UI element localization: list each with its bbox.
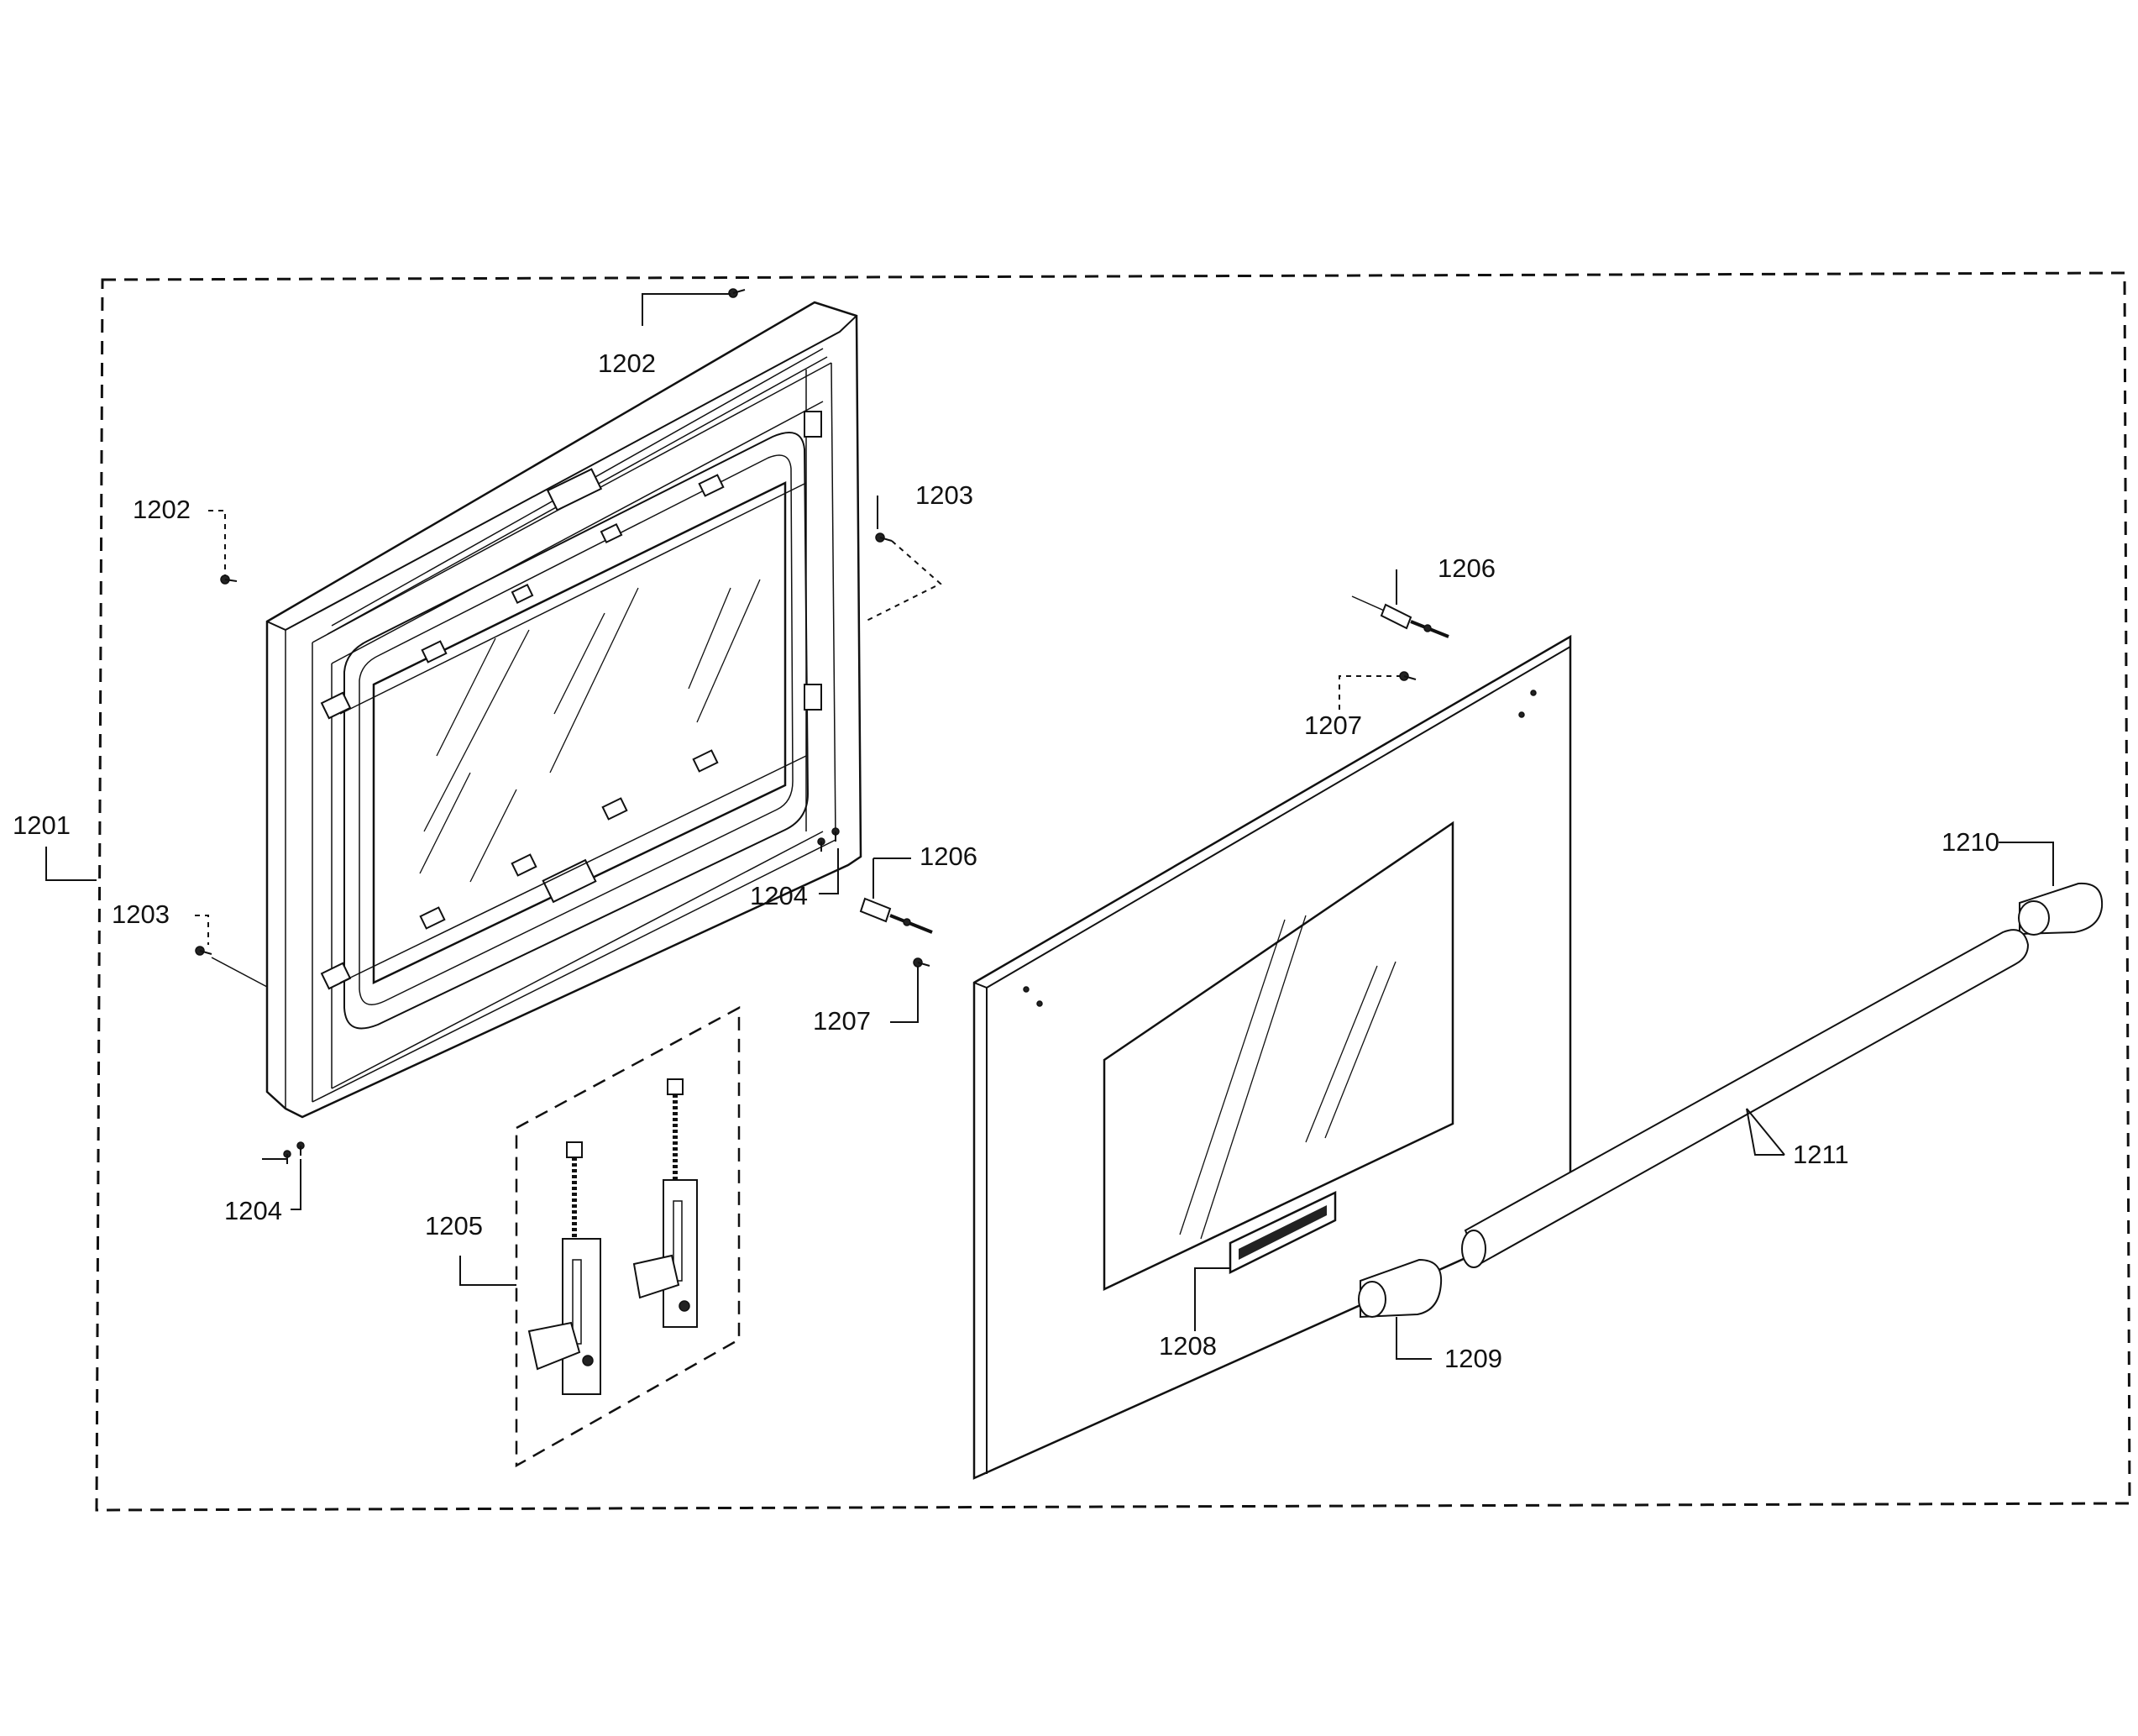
screw-1204-bottom [283, 1141, 305, 1164]
screw-1203-right [875, 532, 893, 543]
screws [195, 288, 1417, 1164]
hinge-kit [515, 1005, 741, 1468]
screw-1202-top [728, 288, 746, 298]
label-1206-top: 1206 [1438, 553, 1496, 583]
label-1205: 1205 [425, 1211, 483, 1240]
screw-1207-mid [913, 957, 930, 968]
label-1202-top: 1202 [598, 349, 656, 378]
hinge-left [527, 1141, 601, 1395]
screw-1207-top [1399, 671, 1417, 681]
screw-1202-left [220, 574, 238, 585]
handle-end-cap-1210 [2018, 882, 2104, 936]
screw-1204-right [817, 827, 840, 852]
label-1203-left: 1203 [112, 899, 170, 929]
label-1211: 1211 [1793, 1140, 1849, 1169]
handle-end-cap-1209 [1358, 1258, 1443, 1319]
label-1204-bottom: 1204 [224, 1196, 282, 1225]
label-1206-mid: 1206 [920, 842, 977, 871]
handle-bar-1211 [1461, 929, 2030, 1268]
brand-badge [1229, 1191, 1337, 1275]
label-1207-mid: 1207 [813, 1006, 871, 1036]
label-1201: 1201 [13, 810, 71, 840]
pin-1206-mid [859, 897, 933, 934]
label-1207-top: 1207 [1304, 711, 1362, 740]
hinge-right [632, 1078, 698, 1328]
inner-door-frame [265, 301, 862, 1119]
label-1209: 1209 [1444, 1344, 1502, 1373]
label-1210: 1210 [1941, 827, 1999, 857]
label-1204-right: 1204 [750, 881, 808, 910]
label-1203-right: 1203 [915, 480, 973, 510]
leader-lines [45, 293, 2054, 1360]
pin-1206-top [1351, 595, 1449, 638]
label-1202-left: 1202 [133, 495, 191, 524]
screw-1203-left [195, 946, 212, 956]
part-labels: 1201 1202 1202 1203 1203 1204 1204 1205 … [13, 349, 1999, 1373]
label-1208: 1208 [1159, 1331, 1217, 1361]
